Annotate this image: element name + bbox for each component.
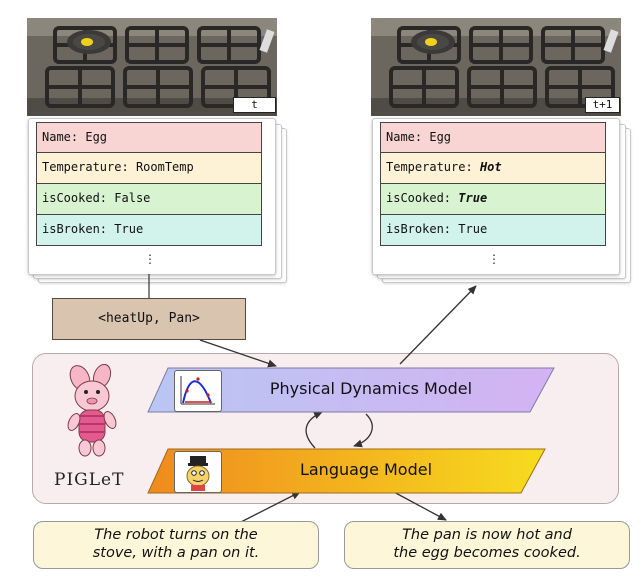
input-sentence: The robot turns on the stove, with a pan…: [33, 521, 319, 569]
lm-to-physical-arrow: [305, 411, 323, 449]
input-sentence-to-lm-arrow: [234, 491, 301, 526]
lm-to-output-sentence-arrow: [391, 490, 447, 521]
input-sentence-line-1: The robot turns on the: [94, 527, 258, 543]
curve-plot-icon: [174, 370, 222, 412]
time-label-t: t: [233, 97, 276, 113]
llama-mascot-icon: [174, 451, 222, 493]
attribute-table-t: Name: Egg Temperature: RoomTemp isCooked…: [36, 122, 262, 246]
physical-to-output-state-arrow: [399, 285, 477, 365]
output-sentence: The pan is now hot and the egg becomes c…: [344, 521, 630, 569]
attr-row-name: Name: Egg: [380, 122, 606, 153]
physical-dynamics-model-shape: [147, 367, 555, 413]
attr-row-isbroken: isBroken: True: [380, 215, 606, 246]
attr-row-name: Name: Egg: [36, 122, 262, 153]
output-sentence-line-1: The pan is now hot and: [402, 527, 572, 543]
input-sentence-line-2: stove, with a pan on it.: [92, 545, 260, 561]
action-box: <heatUp, Pan>: [52, 298, 246, 340]
piglet-mascot-icon: [58, 363, 130, 462]
piglet-logo-text: PIGLeT: [54, 470, 125, 490]
language-model-shape: [147, 448, 546, 494]
physical-dynamics-model-label: Physical Dynamics Model: [269, 379, 473, 398]
stove-image-t1: [371, 18, 621, 116]
time-label-t1: t+1: [585, 97, 620, 113]
physical-to-lm-arrow: [353, 413, 373, 448]
attr-row-isbroken: isBroken: True: [36, 215, 262, 246]
action-to-physical-arrow: [199, 339, 277, 368]
output-sentence-line-2: the egg becomes cooked.: [393, 545, 581, 561]
state-card-t1: Name: Egg Temperature: Hot isCooked: Tru…: [372, 118, 620, 275]
attr-row-iscooked: isCooked: False: [36, 184, 262, 215]
attr-row-temperature: Temperature: RoomTemp: [36, 153, 262, 184]
attr-row-temperature: Temperature: Hot: [380, 153, 606, 184]
attr-row-iscooked: isCooked: True: [380, 184, 606, 215]
language-model-label: Language Model: [299, 460, 433, 479]
state-card-t: Name: Egg Temperature: RoomTemp isCooked…: [28, 118, 276, 275]
attribute-table-t1: Name: Egg Temperature: Hot isCooked: Tru…: [380, 122, 606, 246]
